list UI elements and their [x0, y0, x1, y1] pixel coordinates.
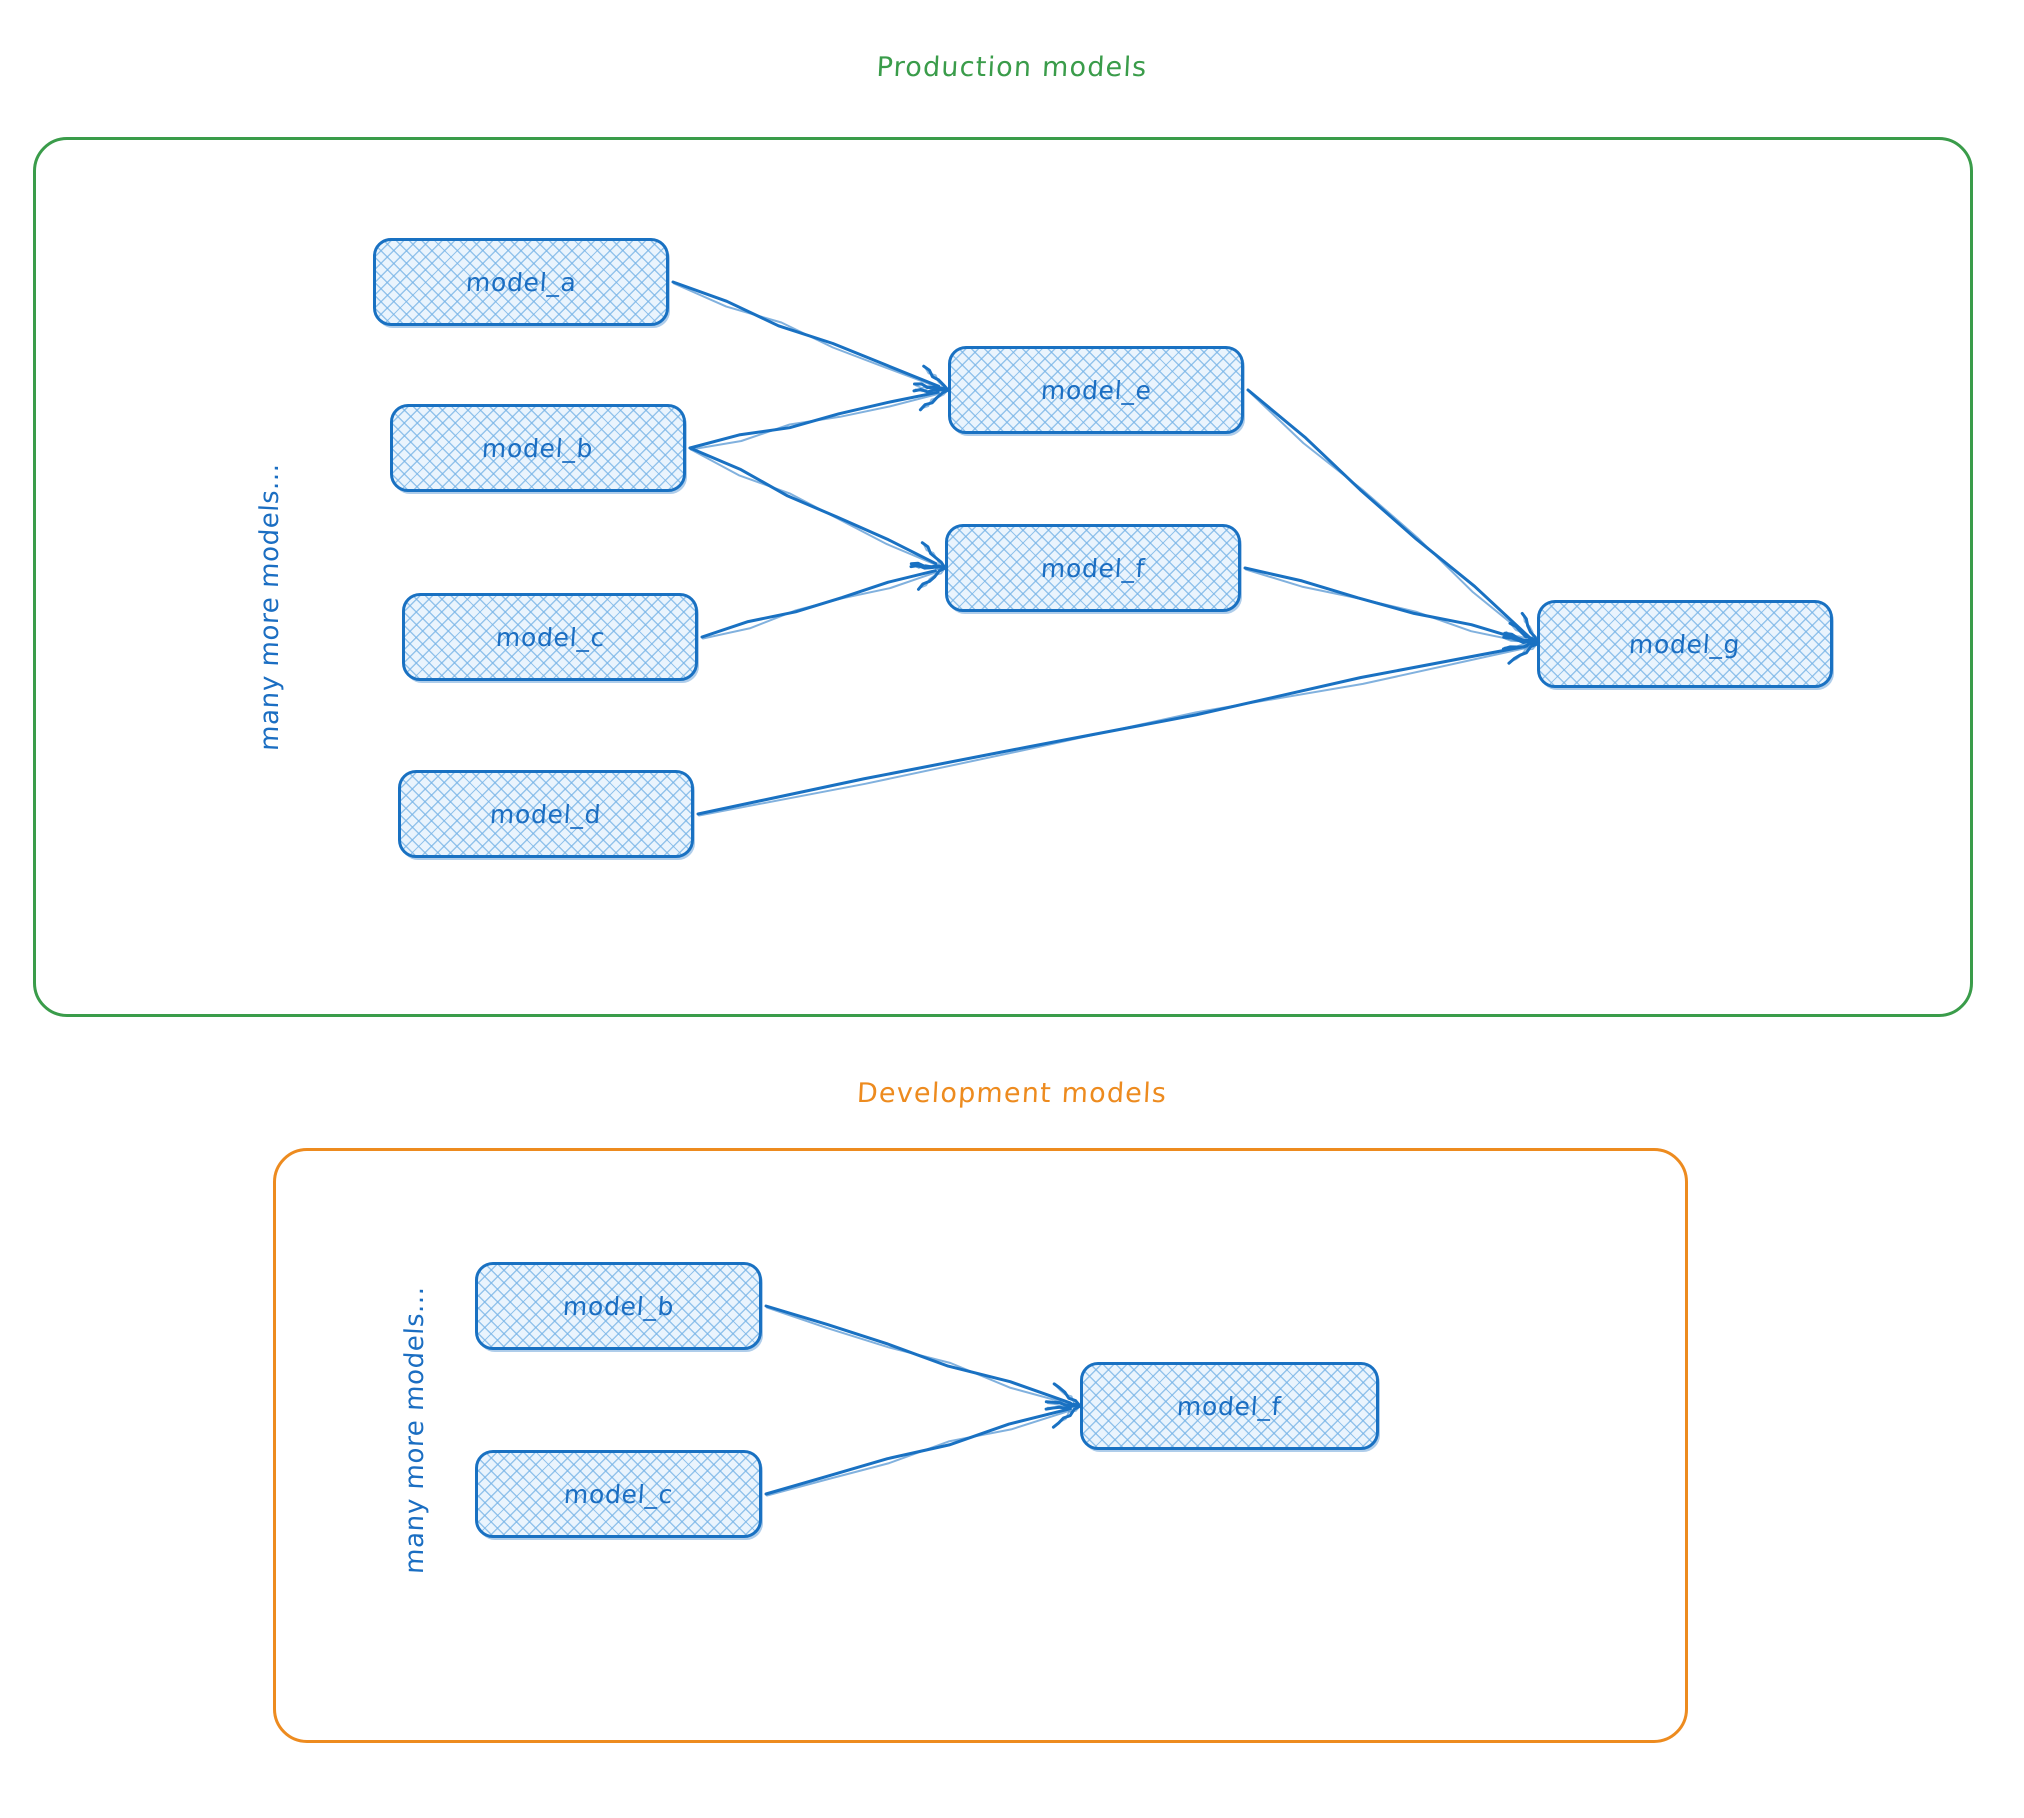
node-model-c-label: model_c: [494, 622, 606, 652]
node-model-b-label: model_b: [481, 433, 595, 463]
node-dev-model-b[interactable]: model_b: [475, 1262, 762, 1350]
production-group-container: [33, 137, 1973, 1017]
node-model-e[interactable]: model_e: [948, 346, 1244, 434]
node-model-f-label: model_f: [1039, 553, 1147, 583]
node-model-a[interactable]: model_a: [373, 238, 669, 326]
node-model-g[interactable]: model_g: [1537, 600, 1833, 688]
node-model-d-label: model_d: [489, 799, 603, 829]
node-model-e-label: model_e: [1039, 375, 1153, 405]
node-model-g-label: model_g: [1628, 629, 1742, 659]
node-dev-model-f-label: model_f: [1176, 1391, 1283, 1421]
node-model-a-label: model_a: [464, 267, 578, 297]
node-model-d[interactable]: model_d: [398, 770, 694, 858]
node-model-c[interactable]: model_c: [402, 593, 698, 681]
node-model-f[interactable]: model_f: [945, 524, 1241, 612]
node-dev-model-f[interactable]: model_f: [1080, 1362, 1379, 1450]
development-section-title: Development models: [856, 1078, 1168, 1109]
production-many-more-models-label: many more models...: [255, 462, 285, 752]
node-dev-model-b-label: model_b: [561, 1291, 676, 1321]
node-model-b[interactable]: model_b: [390, 404, 686, 492]
development-group-container: [273, 1148, 1688, 1743]
development-many-more-models-label: many more models...: [400, 1285, 430, 1575]
production-section-title: Production models: [875, 52, 1149, 83]
node-dev-model-c[interactable]: model_c: [475, 1450, 762, 1538]
node-dev-model-c-label: model_c: [562, 1479, 675, 1509]
